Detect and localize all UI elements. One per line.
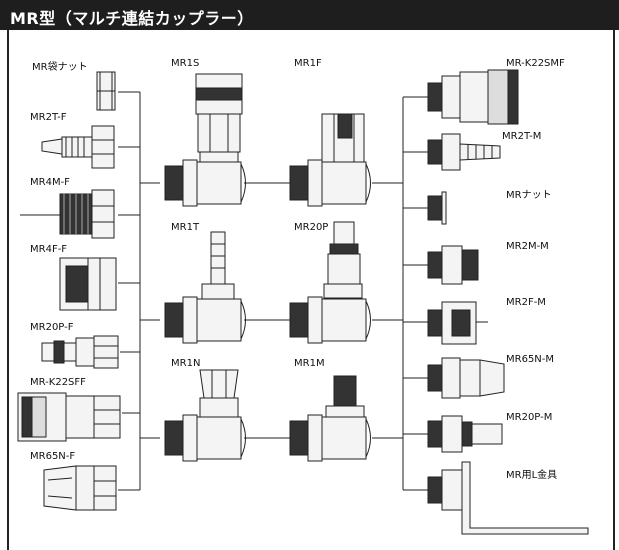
label-mr65n-f: MR65N-F: [30, 451, 76, 462]
label-mr2f-m: MR2F-M: [506, 297, 546, 308]
label-mr2t-m: MR2T-M: [502, 131, 542, 142]
label-mr-k22smf: MR-K22SMF: [506, 58, 565, 69]
mr20p-icon: [289, 221, 371, 344]
mr1t-icon: [164, 231, 246, 344]
label-mr1t: MR1T: [171, 222, 200, 233]
mr-nut-icon: [427, 191, 447, 225]
label-mr20p-f: MR20P-F: [30, 322, 74, 333]
mr2m-m-icon: [427, 245, 479, 285]
mr-bag-nut-icon: [96, 71, 116, 111]
label-mr1s: MR1S: [171, 58, 200, 69]
mr1n-icon: [164, 369, 246, 462]
label-mr2m-m: MR2M-M: [506, 241, 549, 252]
label-mr4m-f: MR4M-F: [30, 177, 70, 188]
label-mr-l-bracket: MR用L金具: [506, 470, 558, 481]
label-mr65n-m: MR65N-M: [506, 354, 555, 365]
mr2f-m-icon: [427, 301, 488, 345]
mr4m-f-icon: [20, 189, 115, 239]
page-title: MR型（マルチ連結カップラー）: [10, 9, 254, 28]
mr1s-icon: [164, 73, 246, 207]
connector-lines: [118, 91, 428, 491]
mr1m-icon: [289, 375, 371, 462]
label-mr2t-f: MR2T-F: [30, 112, 67, 123]
mr-k22smf-icon: [427, 69, 519, 125]
label-mr20p: MR20P: [294, 222, 329, 233]
label-mr1f: MR1F: [294, 58, 322, 69]
label-mr4f-f: MR4F-F: [30, 244, 68, 255]
mr-k22sff-icon: [17, 392, 121, 442]
label-mr-nut: MRナット: [506, 190, 552, 201]
diagram-frame: [7, 30, 615, 550]
mr-l-bracket-icon: [427, 461, 589, 535]
mr2t-m-icon: [427, 133, 501, 171]
label-mr20p-m: MR20P-M: [506, 412, 553, 423]
mr65n-f-icon: [43, 465, 117, 511]
mr65n-m-icon: [427, 357, 505, 399]
mr20p-m-icon: [427, 415, 503, 453]
label-mr-k22sff: MR-K22SFF: [30, 377, 86, 388]
label-mr1m: MR1M: [294, 358, 325, 369]
mr2t-f-icon: [41, 125, 115, 169]
mr20p-f-icon: [41, 335, 119, 369]
mr4f-f-icon: [59, 257, 117, 311]
mr1f-icon: [289, 113, 371, 207]
label-mr1n: MR1N: [171, 358, 201, 369]
header-bar: MR型（マルチ連結カップラー）: [0, 0, 619, 30]
label-mr-bag-nut: MR袋ナット: [32, 62, 88, 73]
